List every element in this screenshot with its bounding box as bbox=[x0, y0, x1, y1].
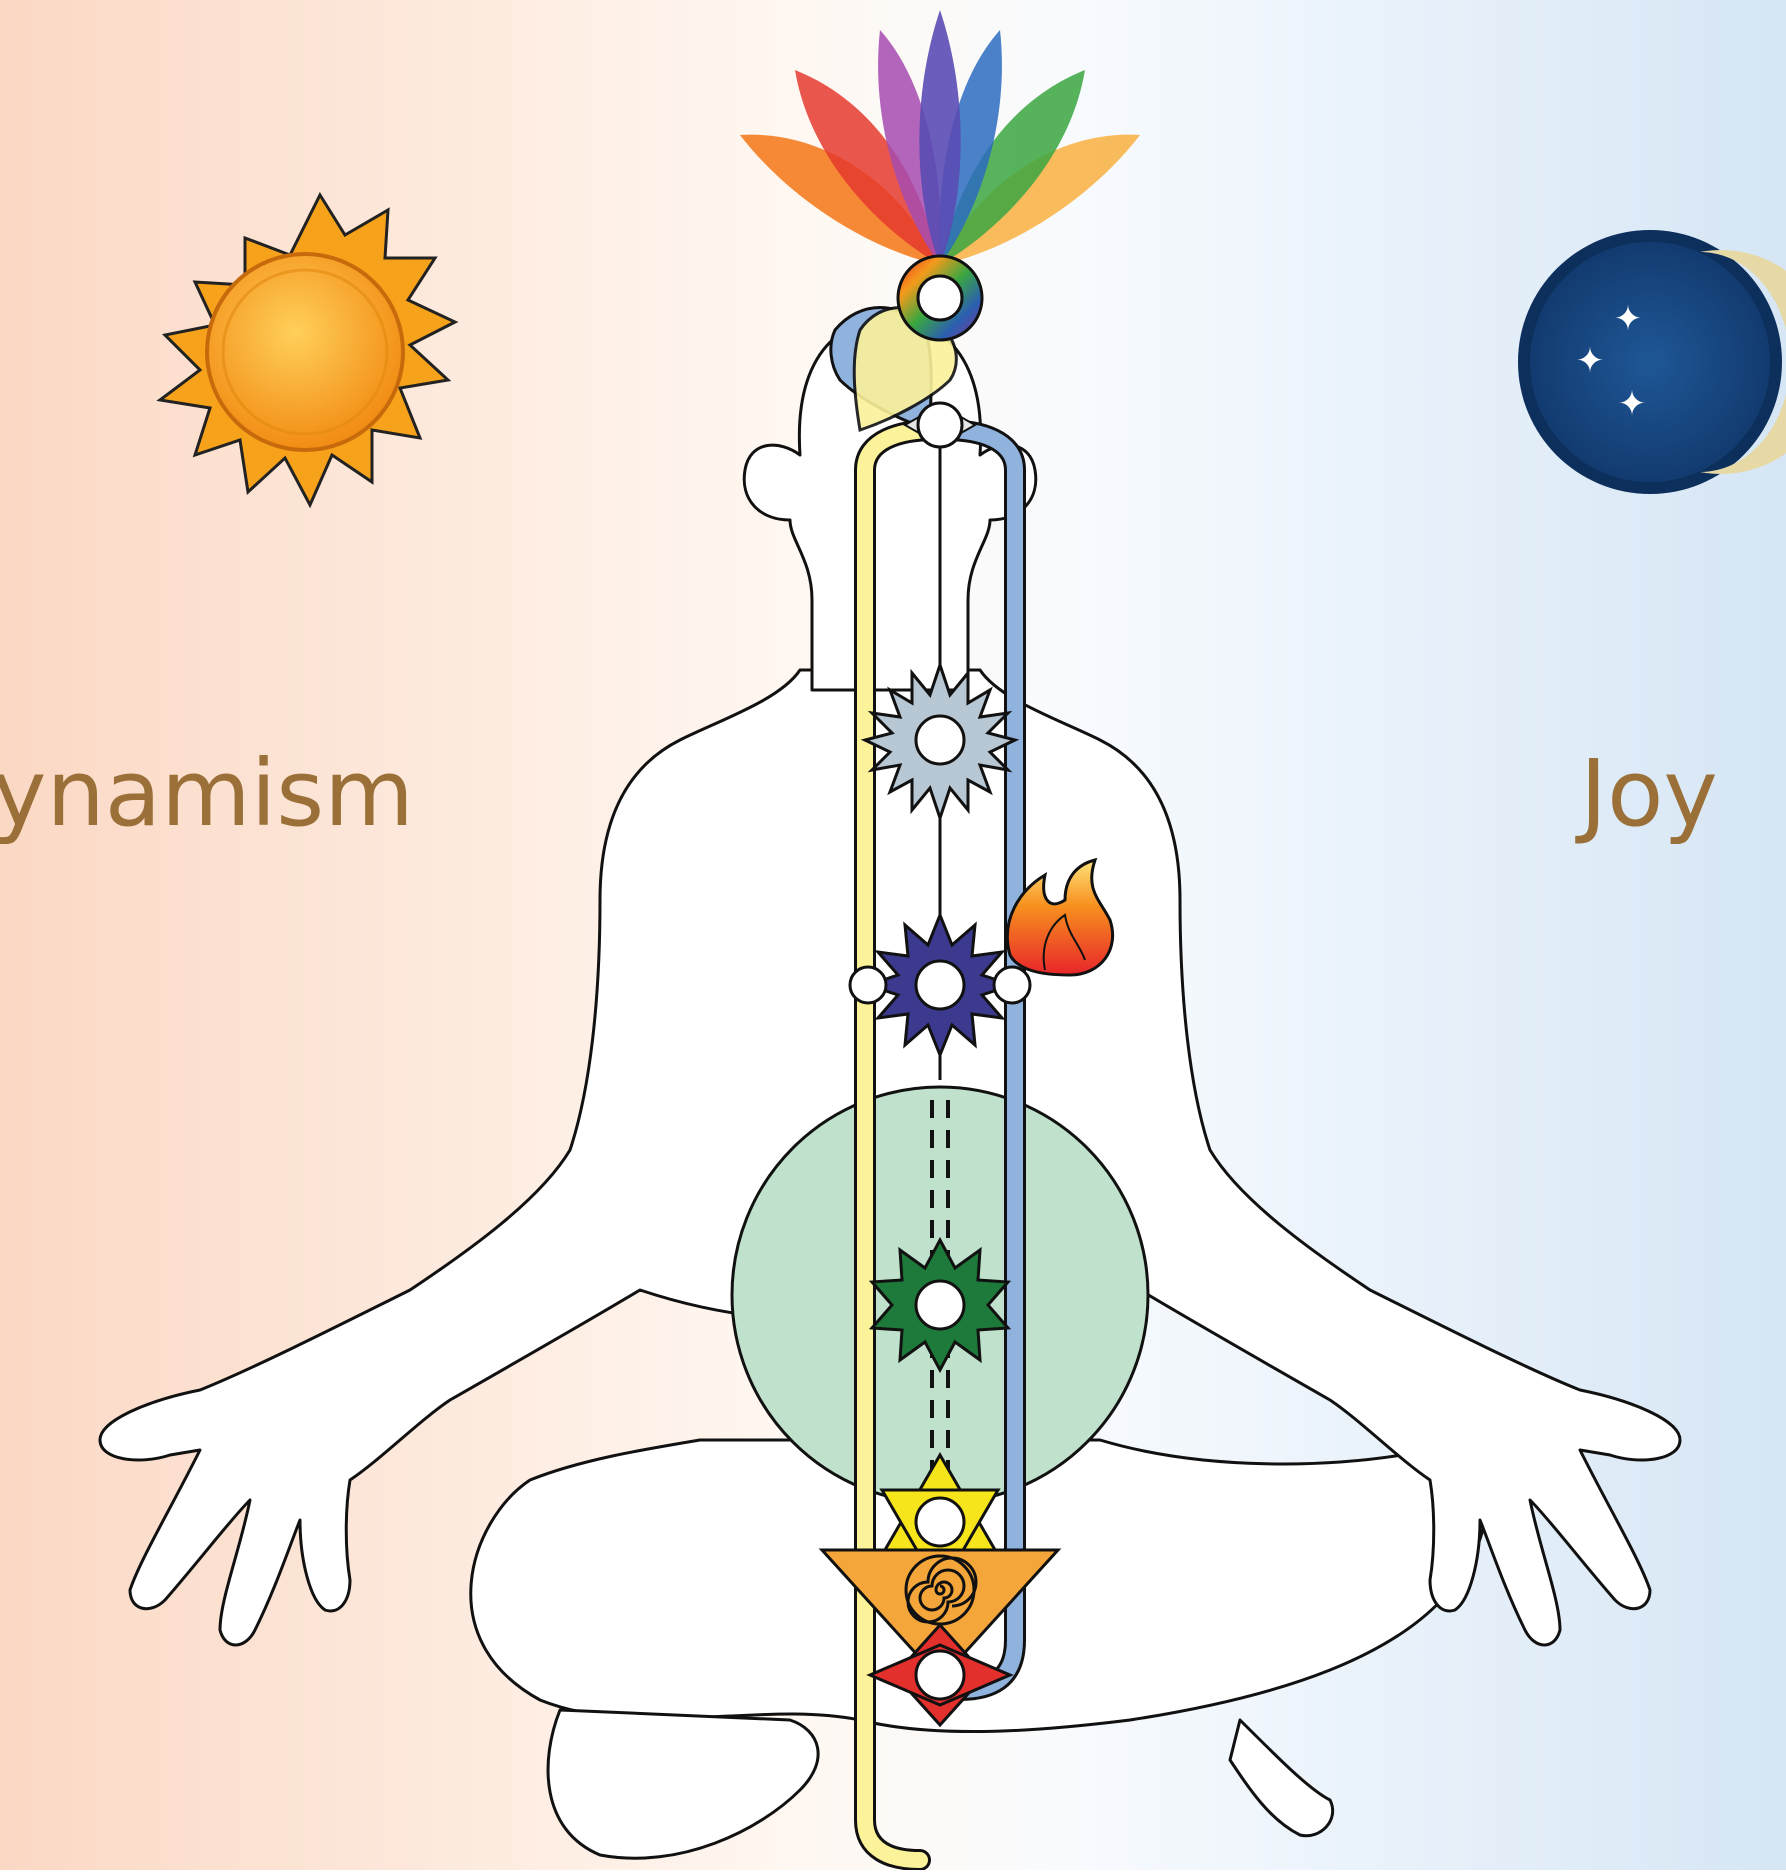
svg-text:✦: ✦ bbox=[1618, 384, 1647, 424]
heart-right-node bbox=[994, 967, 1030, 1003]
label-joy: Joy bbox=[1580, 748, 1718, 840]
svg-text:✦: ✦ bbox=[1614, 299, 1643, 339]
svg-text:✦: ✦ bbox=[1576, 341, 1605, 381]
label-dynamism: ynamism bbox=[0, 748, 414, 840]
heart-left-node bbox=[850, 967, 886, 1003]
